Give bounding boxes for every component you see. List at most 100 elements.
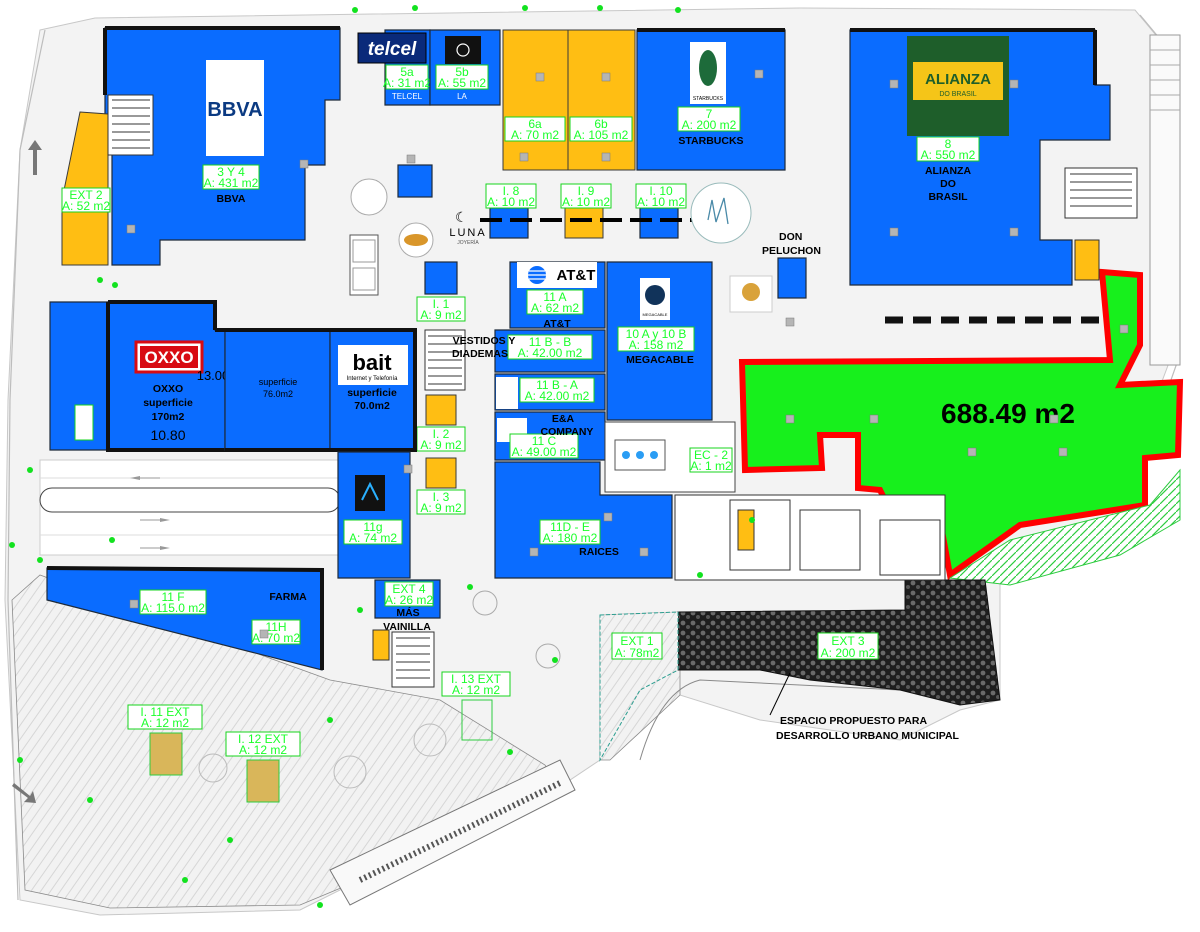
ec2-area: A: 1 m2 — [690, 459, 732, 473]
unit-5a-name: TELCEL — [392, 92, 423, 101]
bench-1 — [349, 234, 379, 296]
unit-11de-name: RAICES — [579, 546, 619, 558]
i11-plot[interactable] — [149, 732, 183, 776]
kiosk-i9-area: A: 10 m2 — [562, 195, 610, 209]
kiosk-don-peluchon[interactable] — [777, 257, 807, 299]
unit-11g[interactable] — [337, 451, 411, 579]
unit-5a-area: A: 31 m2 — [383, 76, 431, 90]
unit-11g-area: A: 74 m2 — [349, 531, 397, 545]
oxxo-dim-1: 13.00 — [197, 368, 230, 383]
oxxo-dim-2: 10.80 — [150, 427, 185, 443]
kiosk-i2[interactable] — [425, 394, 457, 426]
unit-8-area: A: 550 m2 — [921, 148, 976, 162]
unit-10-name: MEGACABLE — [626, 354, 694, 366]
unit-7-name: STARBUCKS — [678, 135, 743, 147]
stairs-bbva — [107, 94, 154, 156]
kiosk-i8-area: A: 10 m2 — [487, 195, 535, 209]
unit-6a-area: A: 70 m2 — [511, 128, 559, 142]
alianza-logo-sub: DO BRASIL — [939, 91, 976, 98]
i13-id: I. 13 EXT — [451, 672, 502, 686]
luna-logo: LUNA — [449, 227, 486, 239]
stairs-east — [1064, 167, 1138, 281]
service-zone — [674, 494, 946, 581]
kiosk-i1[interactable] — [424, 261, 458, 295]
unit-6b[interactable] — [567, 29, 636, 171]
unit-5b-id: 5b — [455, 65, 469, 79]
unit-11ba-logo — [496, 377, 518, 409]
unit-5b-logo — [445, 36, 481, 64]
ext2-id: EXT 2 — [69, 188, 102, 202]
kiosk-i2-id: I. 2 — [433, 427, 450, 441]
vestidos-label-1: VESTIDOS Y — [453, 335, 516, 347]
i12-id: I. 12 EXT — [238, 732, 289, 746]
unit-3y4-id: 3 Y 4 — [217, 165, 245, 179]
unit-11h-id: 11H — [265, 620, 286, 634]
ext1-area-label: A: 78m2 — [615, 646, 660, 660]
unit-10-area: A: 158 m2 — [629, 338, 684, 352]
ec2-id: EC - 2 — [694, 448, 728, 462]
starbucks-logo-text: STARBUCKS — [693, 96, 724, 102]
kiosk-i3[interactable] — [425, 457, 457, 489]
unit-11f-name: FARMA — [269, 591, 307, 603]
telcel-logo — [357, 32, 427, 64]
unit-11a-name: AT&T — [543, 318, 571, 330]
i12-plot[interactable] — [246, 759, 280, 803]
kiosk-i1-id: I. 1 — [433, 297, 450, 311]
vestidos-label-2: DIADEMAS — [452, 348, 508, 360]
i11-area: A: 12 m2 — [141, 716, 189, 730]
kiosk-i3-id: I. 3 — [433, 490, 450, 504]
unit-8-id: 8 — [945, 137, 952, 151]
luna-moon-icon: ☾ — [455, 209, 468, 225]
kiosk-i9-id: I. 9 — [578, 184, 595, 198]
bait-logo-text: bait — [352, 350, 392, 375]
unit-11bb-id: 11 B - B — [529, 335, 571, 349]
unit-11h-area: A: 70 m2 — [252, 631, 300, 645]
unit-11ba-area: A: 42.00 m2 — [525, 389, 590, 403]
unit-11c-name-1: E&A — [552, 413, 575, 425]
kiosk-top-square[interactable] — [397, 164, 433, 198]
ext3-id: EXT 3 — [831, 634, 864, 648]
kiosk-alma-logo — [690, 182, 752, 244]
green-markers — [9, 5, 755, 908]
unit-6a[interactable] — [502, 29, 569, 171]
unit-11g-id: 11g — [363, 520, 382, 534]
kiosk-cafe-logo — [350, 178, 388, 216]
unit-5a-id: 5a — [400, 65, 414, 79]
ext4-name-2: VAINILLA — [383, 621, 431, 633]
unit-8-name-2: DO — [940, 178, 956, 190]
bait-l1: superficie — [347, 387, 397, 399]
unit-3y4-area: A: 431 m2 — [204, 176, 259, 190]
unit-8-name-3: BRASIL — [928, 191, 968, 203]
unit-11f-id: 11 F — [161, 590, 184, 604]
unit-11f-area: A: 115.0 m2 — [141, 601, 205, 615]
ext2-area-label: A: 52 m2 — [62, 199, 110, 213]
unit-5b-area: A: 55 m2 — [438, 76, 486, 90]
don-peluchon-label-1: DON — [779, 231, 802, 243]
i11-id: I. 11 EXT — [140, 705, 190, 719]
telcel-logo-text: telcel — [368, 39, 417, 60]
direction-arrow-up-icon — [28, 140, 42, 175]
unit-7-id: 7 — [706, 107, 713, 121]
washroom-block — [604, 421, 736, 493]
i13-plot[interactable] — [461, 699, 493, 741]
unit-6a-id: 6a — [528, 117, 542, 131]
kiosk-i10[interactable] — [639, 207, 679, 239]
i12-area: A: 12 m2 — [239, 743, 287, 757]
diagonal-stairs — [329, 759, 576, 906]
mid-l1: superficie — [259, 377, 298, 387]
kiosk-i8[interactable] — [489, 207, 529, 239]
unit-11c-id: 11 C — [532, 434, 557, 448]
megacable-logo-text: MEGACABLE — [643, 312, 668, 317]
i13-area: A: 12 m2 — [452, 683, 500, 697]
ext1-id: EXT 1 — [620, 634, 653, 648]
east-stair-strip — [1149, 34, 1181, 366]
unit-8-name-1: ALIANZA — [925, 165, 971, 177]
kiosk-i9[interactable] — [564, 207, 604, 239]
unit-11g-logo — [355, 475, 385, 511]
bait-logo — [338, 345, 408, 385]
kiosk-i10-id: I. 10 — [649, 184, 673, 198]
ext4-name-1: MÁS — [396, 606, 419, 619]
don-peluchon-label-2: PELUCHON — [762, 245, 821, 257]
unit-3y4-name: BBVA — [217, 193, 246, 205]
